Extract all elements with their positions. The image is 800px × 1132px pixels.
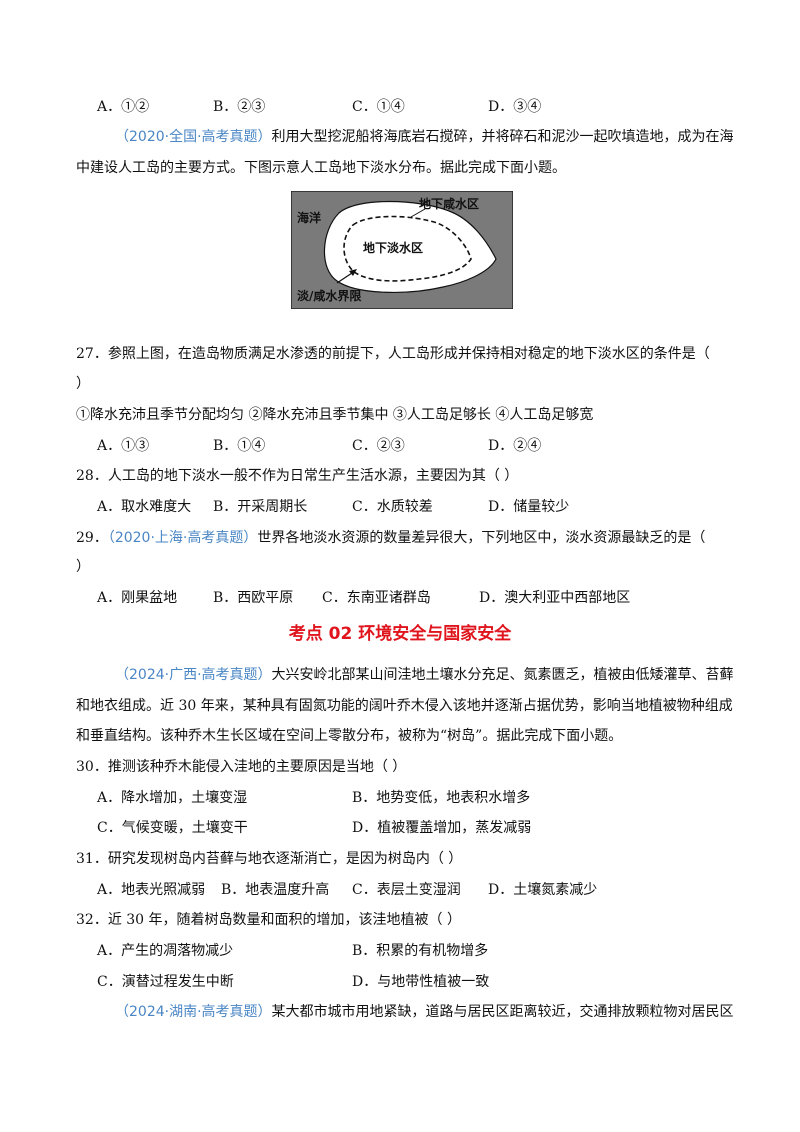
option-d: D．与地带性植被一致 (352, 974, 490, 990)
label-fresh-zone: 地下淡水区 (363, 241, 424, 255)
q28-stem: 28．人工岛的地下淡水一般不作为日常生产生活水源，主要因为其（ ） (76, 468, 519, 484)
option-d: D．澳大利亚中西部地区 (479, 590, 631, 606)
option-a: A．刚果盆地 (97, 590, 178, 606)
q30-options-row2: C．气候变暖，土壤变干 D．植被覆盖增加，蒸发减弱 (0, 818, 800, 838)
q26-options: A．①② B．②③ C．①④ D．③④ (0, 97, 800, 117)
passage-intro-2: （2024·广西·高考真题）大兴安岭北部某山间洼地土壤水分充足、氮素匮乏，植被由… (115, 665, 734, 685)
passage-intro-3: （2024·湖南·高考真题）某大都市城市用地紧缺，道路与居民区距离较近，交通排放… (115, 1002, 734, 1022)
option-b: B．地表温度升高 (221, 882, 330, 898)
source-tag: （2024·广西·高考真题） (115, 667, 272, 683)
q27-options: A．①③ B．①④ C．②③ D．②④ (0, 436, 800, 456)
option-b: B．②③ (213, 99, 266, 115)
option-a: A．①③ (97, 438, 150, 454)
source-tag: （2020·全国·高考真题） (115, 129, 272, 145)
artificial-island-figure: 海洋 地下咸水区 地下淡水区 淡/咸水界限 (290, 190, 514, 310)
source-tag: （2024·湖南·高考真题） (115, 1004, 272, 1020)
option-c: C．演替过程发生中断 (97, 974, 234, 990)
option-b: B．地势变低，地表积水增多 (352, 790, 531, 806)
option-d: D．②④ (488, 438, 542, 454)
option-c: C．气候变暖，土壤变干 (97, 820, 248, 836)
q31-options: A．地表光照减弱 B．地表温度升高 C．表层土变湿润 D．土壤氮素减少 (0, 880, 800, 900)
passage-intro-1-line2: 中建设人工岛的主要方式。下图示意人工岛地下淡水分布。据此完成下面小题。 (76, 160, 566, 176)
q32-stem: 32．近 30 年，随着树岛数量和面积的增加，该洼地植被（ ） (76, 912, 461, 928)
option-b: B．开采周期长 (213, 499, 308, 515)
q29-close: ） (76, 559, 90, 575)
label-ocean: 海洋 (297, 211, 322, 225)
q30-options-row1: A．降水增加，土壤变湿 B．地势变低，地表积水增多 (0, 788, 800, 808)
option-c: C．①④ (352, 99, 405, 115)
source-tag: （2020·上海·高考真题） (107, 530, 258, 546)
q31-stem: 31．研究发现树岛内苔藓与地衣逐渐消亡，是因为树岛内（ ） (76, 851, 463, 867)
option-d: D．植被覆盖增加，蒸发减弱 (352, 820, 532, 836)
option-a: A．取水难度大 (97, 499, 192, 515)
section-title: 考点 02 环境安全与国家安全 (288, 624, 512, 644)
option-a: A．降水增加，土壤变湿 (97, 790, 248, 806)
option-a: A．产生的凋落物减少 (97, 943, 234, 959)
label-boundary: 淡/咸水界限 (297, 289, 362, 303)
q29-text: 世界各地淡水资源的数量差异很大，下列地区中，淡水资源最缺乏的是（ (257, 530, 706, 546)
q29-options: A．刚果盆地 B．西欧平原 C．东南亚诸群岛 D．澳大利亚中西部地区 (0, 588, 800, 608)
passage-intro-2-line2: 和地衣组成。近 30 年来，某种具有固氮功能的阔叶乔木侵入该地并逐渐占据优势，影… (76, 698, 733, 714)
q32-options-row1: A．产生的凋落物减少 B．积累的有机物增多 (0, 941, 800, 961)
option-b: B．积累的有机物增多 (352, 943, 489, 959)
option-a: A．①② (97, 99, 150, 115)
option-c: C．水质较差 (352, 499, 433, 515)
option-a: A．地表光照减弱 (97, 882, 206, 898)
option-d: D．土壤氮素减少 (488, 882, 598, 898)
option-c: C．②③ (352, 438, 405, 454)
q28-options: A．取水难度大 B．开采周期长 C．水质较差 D．储量较少 (0, 497, 800, 517)
q27-choices: ①降水充沛且季节分配均匀 ②降水充沛且季节集中 ③人工岛足够长 ④人工岛足够宽 (76, 407, 594, 423)
option-b: B．西欧平原 (213, 590, 294, 606)
option-d: D．储量较少 (488, 499, 570, 515)
option-c: C．东南亚诸群岛 (322, 590, 431, 606)
passage-intro-2-line3: 和垂直结构。该种乔木生长区域在空间上零散分布，被称为“树岛”。据此完成下面小题。 (76, 728, 623, 744)
passage-text: 利用大型挖泥船将海底岩石搅碎，并将碎石和泥沙一起吹填造地，成为在海 (271, 129, 734, 145)
island-diagram (290, 190, 514, 310)
option-d: D．③④ (488, 99, 542, 115)
passage-text: 大兴安岭北部某山间洼地土壤水分充足、氮素匮乏，植被由低矮灌草、苔藓 (271, 667, 734, 683)
label-saline-zone: 地下咸水区 (419, 197, 480, 211)
q29-stem: 29．（2020·上海·高考真题）世界各地淡水资源的数量差异很大，下列地区中，淡… (76, 528, 705, 548)
q27-close: ） (76, 376, 90, 392)
passage-text: 某大都市城市用地紧缺，道路与居民区距离较近，交通排放颗粒物对居民区 (271, 1004, 734, 1020)
passage-intro-1: （2020·全国·高考真题）利用大型挖泥船将海底岩石搅碎，并将碎石和泥沙一起吹填… (115, 127, 734, 147)
q30-stem: 30．推测该种乔木能侵入洼地的主要原因是当地（ ） (76, 759, 407, 775)
q32-options-row2: C．演替过程发生中断 D．与地带性植被一致 (0, 972, 800, 992)
option-b: B．①④ (213, 438, 266, 454)
q29-number: 29． (76, 530, 108, 546)
option-c: C．表层土变湿润 (352, 882, 461, 898)
q27-stem: 27．参照上图，在造岛物质满足水渗透的前提下，人工岛形成并保持相对稳定的地下淡水… (76, 346, 710, 362)
